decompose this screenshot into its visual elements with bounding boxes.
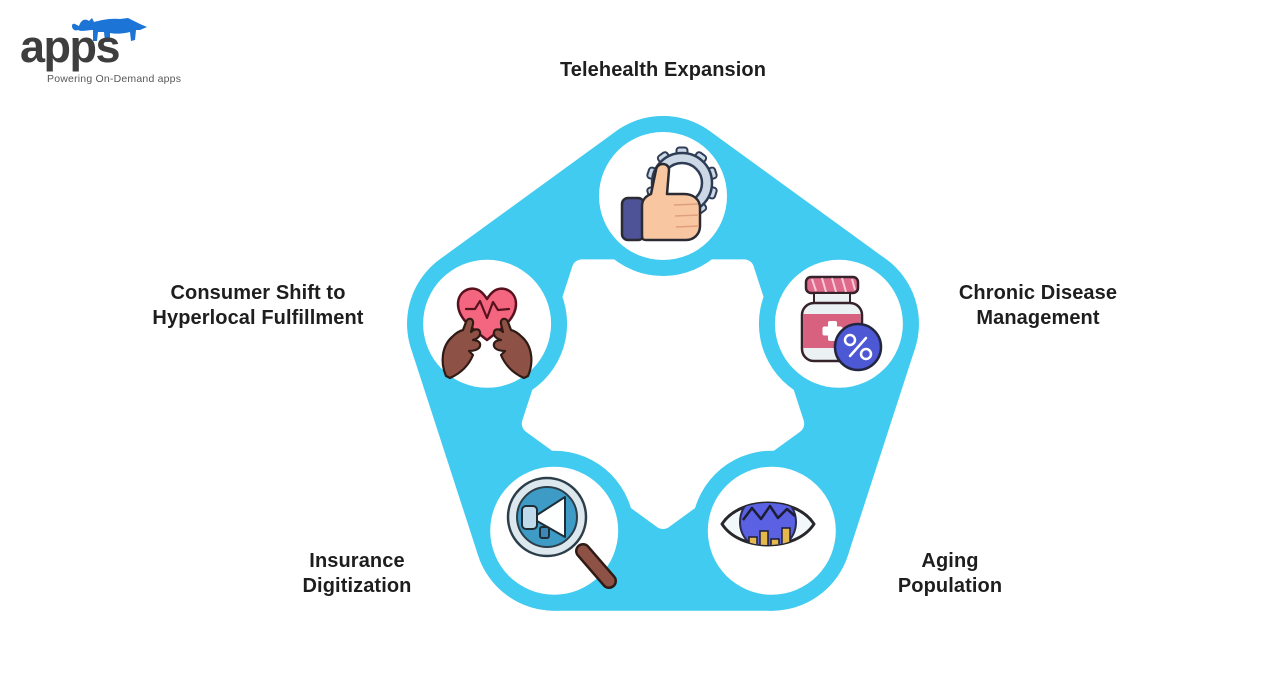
bar-3 (770, 538, 780, 545)
label-chronic-disease: Chronic Disease Management (878, 281, 1198, 331)
label-line: Population (897, 575, 1003, 597)
megaphone-driver (521, 505, 538, 530)
logo-tagline: Powering On-Demand apps (47, 73, 182, 85)
percent-slash (848, 336, 868, 358)
right-hand (492, 317, 533, 380)
eye-analytics-icon (720, 501, 816, 547)
label-insurance-digitization: Insurance Digitization (197, 549, 517, 599)
label-line: Insurance (309, 550, 405, 572)
hands-heart-icon (441, 287, 533, 380)
left-hand (441, 317, 482, 380)
logo-brand-text: apps (20, 21, 121, 72)
label-consumer-shift: Consumer Shift to Hyperlocal Fulfillment (98, 281, 418, 331)
trend-zigzag-line (742, 504, 796, 521)
label-telehealth-expansion: Telehealth Expansion (503, 58, 823, 83)
magnifier-handle (577, 545, 615, 587)
cap-hatching (811, 277, 856, 293)
label-line: Telehealth Expansion (559, 59, 767, 81)
cross-horizontal (822, 326, 843, 336)
label-line: Hyperlocal Fulfillment (152, 307, 364, 329)
label-aging-population: Aging Population (790, 549, 1110, 599)
finger-lines (673, 203, 700, 228)
rhino-logo-icon (71, 18, 147, 42)
label-line: Chronic Disease (958, 282, 1118, 304)
label-line: Aging (921, 550, 979, 572)
sleeve-cuff (620, 196, 646, 242)
ecg-line (464, 299, 511, 320)
bar-1 (748, 536, 758, 545)
thumbs-up-gear-icon (620, 146, 718, 242)
magnifier-megaphone-icon (506, 476, 617, 589)
thumbs-up-hand (640, 162, 702, 242)
label-line: Management (976, 307, 1100, 329)
bar-2 (759, 530, 769, 545)
megaphone-knob (539, 526, 550, 539)
rhino-silhouette (71, 18, 147, 42)
medicine-bottle-percent-icon (800, 275, 883, 372)
megaphone-horn (536, 496, 566, 538)
label-line: Consumer Shift to (170, 282, 346, 304)
label-line: Digitization (302, 575, 412, 597)
